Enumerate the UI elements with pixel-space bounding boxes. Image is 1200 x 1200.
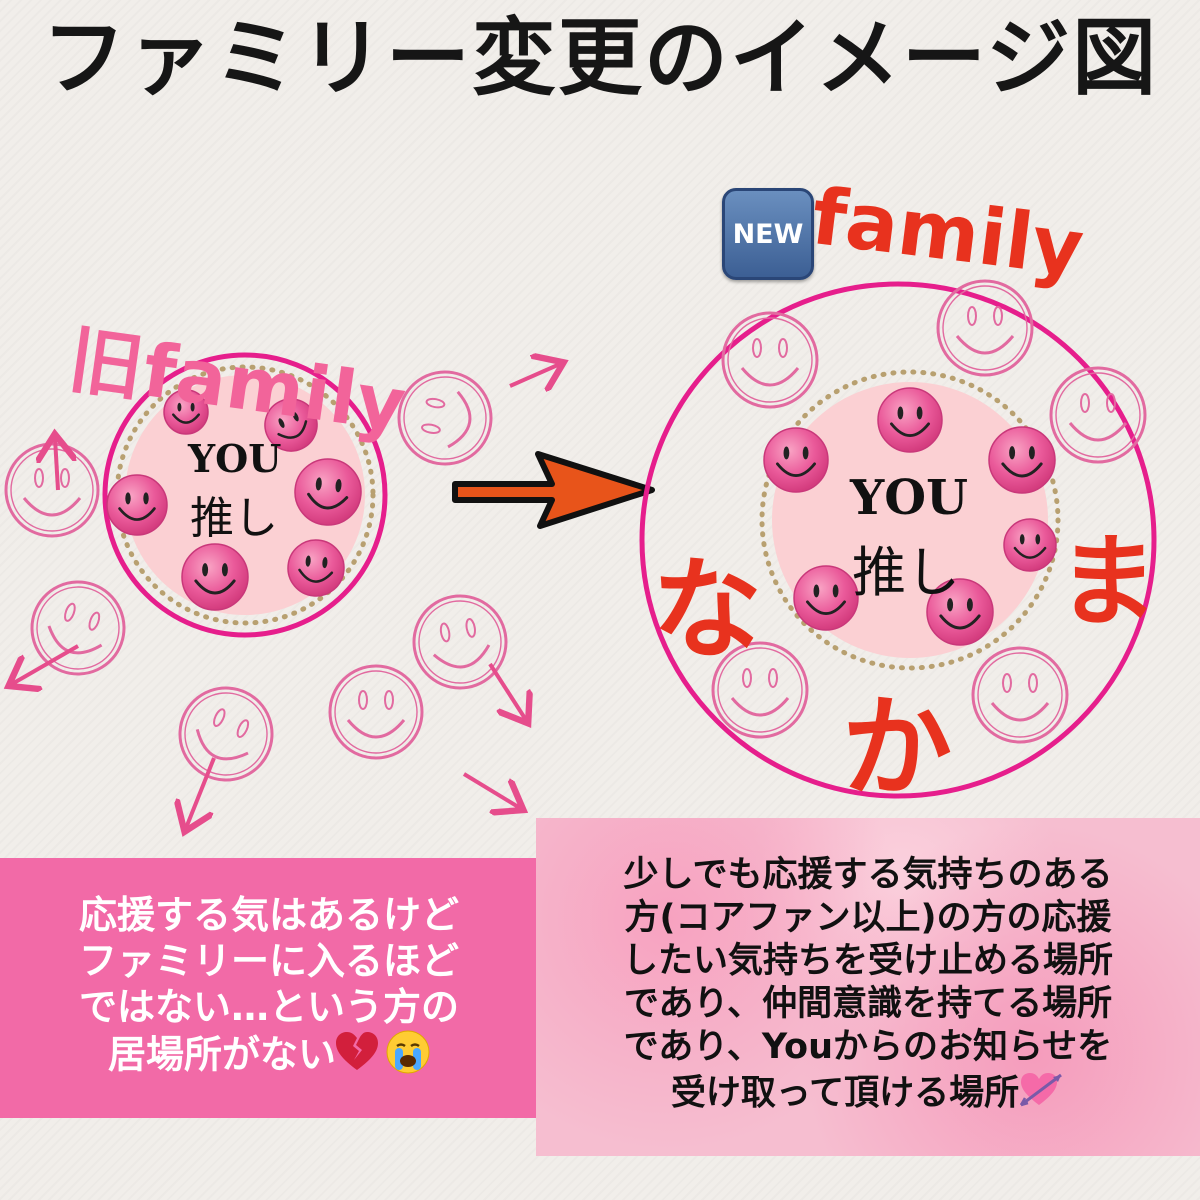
pink-smiley-icon: [793, 565, 859, 631]
outline-smiley-icon: [711, 641, 809, 739]
nakama-char-ka: か: [842, 684, 952, 812]
pink-smiley-icon: [1003, 518, 1057, 572]
nakama-char-ma: ま: [1058, 523, 1158, 640]
outline-smiley-icon: [1049, 366, 1147, 464]
new-family-caption-text: 少しでも応援する気持ちのある 方(コアファン以上)の方の応援 したい気持ちを受け…: [622, 855, 1113, 1114]
old-family-caption: 応援する気はあるけど ファミリーに入るほど ではない…という方の 居場所がない: [79, 892, 459, 1084]
new-core-you-label: YOU: [850, 470, 968, 526]
heart-arrow-icon: [1019, 1069, 1065, 1120]
pink-smiley-icon: [106, 474, 168, 536]
pink-smiley-icon: [294, 458, 362, 526]
new-family-caption: 少しでも応援する気持ちのある 方(コアファン以上)の方の応援 したい気持ちを受け…: [623, 854, 1113, 1120]
old-core-oshi-label: 推し: [190, 493, 278, 544]
pink-smiley-icon: [181, 543, 249, 611]
pink-smiley-icon: [287, 539, 345, 597]
new-badge-icon: NEW: [722, 188, 814, 280]
pink-smiley-icon: [877, 387, 943, 453]
outline-smiley-icon: [936, 279, 1034, 377]
outline-smiley-icon: [328, 664, 424, 760]
outline-smiley-icon: [971, 646, 1069, 744]
transition-arrow-icon: [452, 451, 655, 529]
crying-face-icon: [386, 1030, 430, 1084]
outline-smiley-icon: [397, 370, 493, 466]
old-family-caption-box: 応援する気はあるけど ファミリーに入るほど ではない…という方の 居場所がない: [0, 858, 538, 1118]
page-title: ファミリー変更のイメージ図: [41, 9, 1159, 107]
pink-smiley-icon: [926, 578, 994, 646]
pink-smiley-icon: [264, 398, 318, 452]
old-family-caption-text: 応援する気はあるけど ファミリーに入るほど ではない…という方の 居場所がない: [78, 893, 459, 1077]
new-family-ring: [639, 281, 1157, 799]
pink-smiley-icon: [988, 426, 1056, 494]
old-core-you-label: YOU: [188, 436, 282, 481]
new-family-caption-box: 少しでも応援する気持ちのある 方(コアファン以上)の方の応援 したい気持ちを受け…: [536, 818, 1200, 1156]
outline-smiley-icon: [4, 442, 100, 538]
scatter-arrows: [12, 364, 560, 828]
outline-smiley-icon: [30, 580, 126, 676]
pink-smiley-icon: [763, 427, 829, 493]
nakama-char-na: な: [652, 546, 762, 674]
outline-smiley-icon: [178, 686, 274, 782]
new-core-oshi-label: 推し: [852, 541, 960, 604]
broken-heart-icon: [336, 1032, 378, 1082]
outline-smiley-icon: [721, 311, 819, 409]
outline-smiley-icon: [412, 594, 508, 690]
pink-smiley-icon: [163, 389, 209, 435]
